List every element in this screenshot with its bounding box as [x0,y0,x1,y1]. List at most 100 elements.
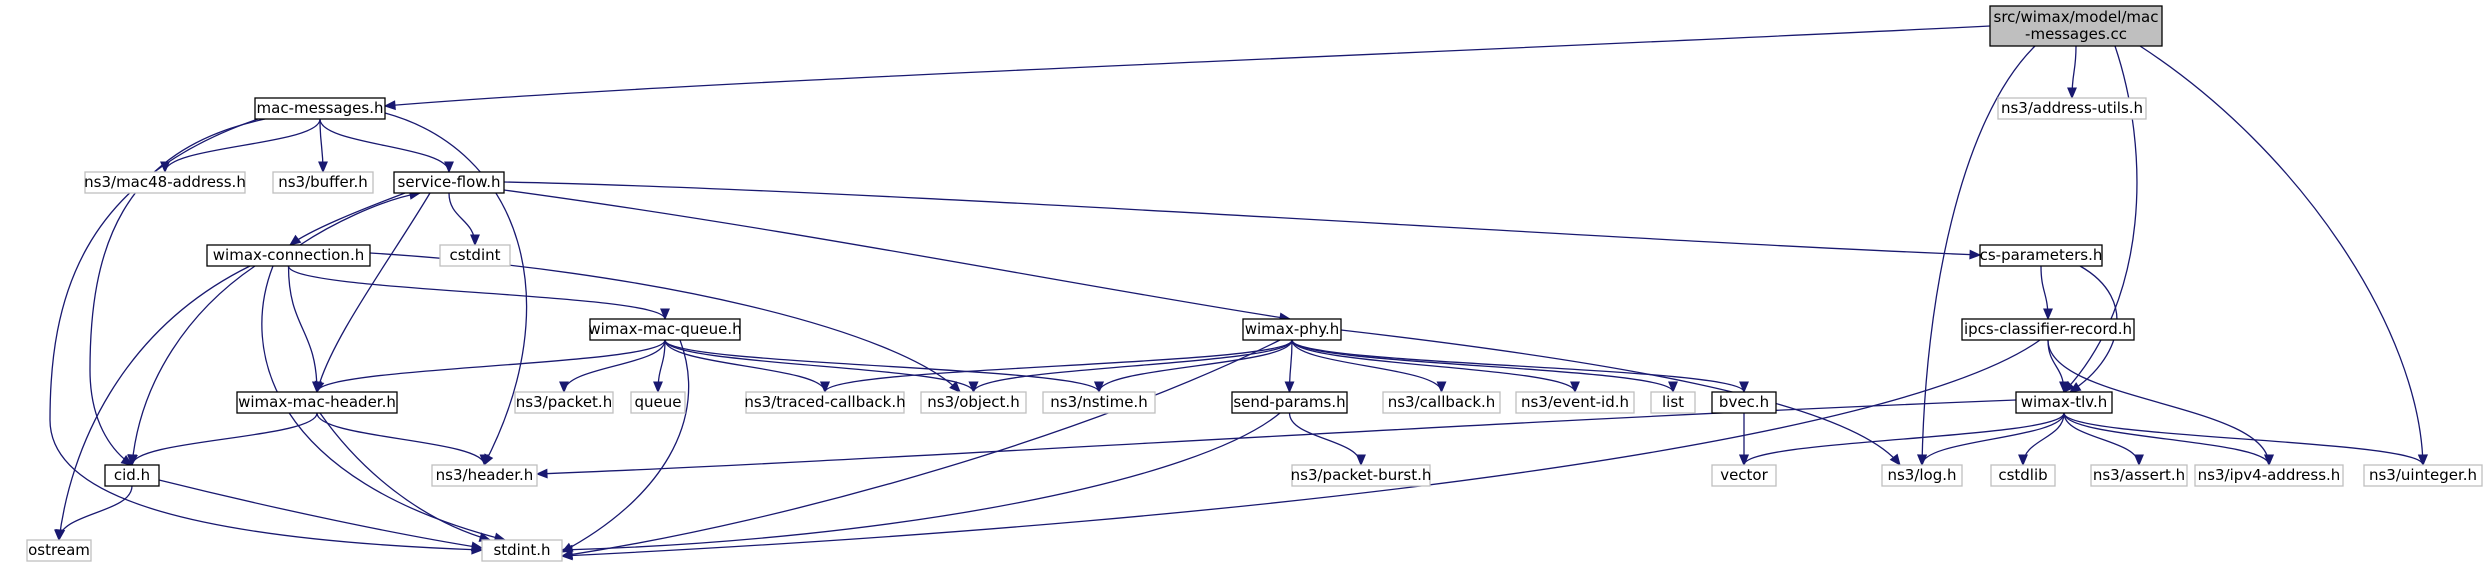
node-ipv4-address-h: ns3/ipv4-address.h [2194,464,2344,487]
node-label: ns3/object.h [927,393,1019,411]
node-label: queue [635,393,682,411]
node-callback-h: ns3/callback.h [1382,391,1501,414]
node-cid-h[interactable]: cid.h [104,464,160,487]
node-root[interactable]: src/wimax/model/mac-messages.cc [1989,5,2163,47]
node-box [439,244,511,267]
node-box [206,244,371,267]
edge-service_flow_h-to-cstdint [448,192,476,246]
edge-arrowhead [968,381,979,394]
edge-wimax_phy_h-to-traced_callback_h [824,339,1293,393]
node-label: ns3/uinteger.h [2369,466,2477,484]
node-wimax-phy-h[interactable]: wimax-phy.h [1242,318,1342,341]
node-address-utils-h: ns3/address-utils.h [1997,97,2147,120]
node-box [1231,391,1348,414]
edge-root-to-uinteger_h [2139,45,2424,466]
node-box [589,318,741,341]
node-box [254,97,386,120]
node-box [1291,464,1431,487]
node-box [1042,391,1156,414]
edge-root-to-mac_messages_h [384,25,1991,107]
node-service-flow-h[interactable]: service-flow.h [393,171,505,194]
node-object-h: ns3/object.h [920,391,1027,414]
edge-arrowhead [312,381,322,394]
node-label: wimax-mac-header.h [238,393,396,411]
node-send-params-h[interactable]: send-params.h [1231,391,1348,414]
node-label: stdint.h [493,541,550,559]
edge-arrowhead [2043,308,2053,321]
node-label: cs-parameters.h [1980,246,2103,264]
edge-root-to-wimax_tlv_h [2063,45,2138,393]
edge-wimax_phy_h-to-object_h [972,339,1293,393]
node-wimax-mac-queue-h[interactable]: wimax-mac-queue.h [588,318,742,341]
node-label: vector [1720,466,1768,484]
edge-arrowhead [653,381,663,394]
edge-wimax_connection_h-to-wimax_mac_queue_h [287,265,666,320]
node-traced-callback-h: ns3/traced-callback.h [744,391,906,414]
node-box [1650,391,1696,414]
edge-arrowhead [560,544,573,555]
edge-arrowhead [660,308,670,321]
node-layer: src/wimax/model/mac-messages.cc mac-messa… [26,5,2483,562]
node-label: service-flow.h [398,173,501,191]
node-label: cstdint [449,246,500,264]
edge-arrowhead [2059,381,2069,394]
node-cs-parameters-h[interactable]: cs-parameters.h [1979,244,2103,267]
node-box [1711,464,1777,487]
node-ipcs-classifier-record-h[interactable]: ipcs-classifier-record.h [1961,318,2135,341]
node-label: cstdlib [1998,466,2047,484]
node-label: send-params.h [1233,393,1345,411]
node-mac-messages-h[interactable]: mac-messages.h [254,97,386,120]
edge-service_flow_h-to-wimax_mac_header_h [316,192,431,393]
edge-wimax_tlv_h-to-cstdlib [2022,412,2065,466]
node-label: ns3/log.h [1887,466,1956,484]
node-wimax-connection-h[interactable]: wimax-connection.h [206,244,371,267]
edge-arrowhead [1284,381,1295,394]
node-box [1382,391,1501,414]
edge-wimax_phy_h-to-callback_h [1291,339,1443,393]
edge-wimax_phy_h-to-list [1291,339,1674,393]
edge-wimax_phy_h-to-bvec_h [1291,339,1745,393]
edge-service_flow_h-to-wimax_connection_h [289,192,406,246]
node-label: ns3/packet.h [516,393,612,411]
node-box [2194,464,2344,487]
edge-arrowhead [535,468,548,479]
edge-arrowhead [1889,453,1901,467]
edge-wimax_phy_h-to-nstime_h [1098,339,1293,393]
edge-service_flow_h-to-cs_parameters_h [503,181,1981,256]
edge-arrowhead [2018,454,2028,467]
edge-arrowhead [54,529,64,542]
node-label: ostream [28,541,90,559]
edge-arrowhead [1668,381,1678,394]
node-box [236,391,398,414]
node-buffer-h: ns3/buffer.h [272,171,374,194]
edge-send_params_h-to-packet_burst_h [1288,412,1362,466]
node-label: -messages.cc [2025,25,2127,43]
edge-mac_messages_h-to-mac48_address_h [164,118,321,173]
node-label: src/wimax/model/mac [1994,8,2159,26]
edge-arrowhead [318,161,328,174]
node-box [26,539,92,562]
edge-arrowhead [1917,454,1927,467]
node-log-h: ns3/log.h [1881,464,1963,487]
node-label: ns3/event-id.h [1521,393,1629,411]
edge-mac_messages_h-to-service_flow_h [319,118,450,173]
edge-cid_h-to-stdint_h [158,479,483,549]
node-wimax-tlv-h[interactable]: wimax-tlv.h [2015,391,2113,414]
node-label: ns3/ipv4-address.h [2198,466,2341,484]
edge-wimax_mac_header_h-to-stdint_h [319,412,491,541]
edge-wimax_mac_queue_h-to-object_h [664,339,975,393]
node-header-h: ns3/header.h [431,464,538,487]
node-label: wimax-mac-queue.h [588,320,741,338]
edge-arrowhead [2134,454,2144,467]
node-label: ns3/address-utils.h [2001,99,2143,117]
edge-wimax_mac_queue_h-to-nstime_h [664,339,1100,393]
node-bvec-h[interactable]: bvec.h [1711,391,1777,414]
node-box [1989,5,2163,47]
node-label: ns3/buffer.h [278,173,368,191]
edge-wimax_phy_h-to-event_id_h [1291,339,1576,393]
node-wimax-mac-header-h[interactable]: wimax-mac-header.h [236,391,398,414]
edge-wimax_mac_queue_h-to-wimax_mac_header_h [316,339,666,393]
node-box [1242,318,1342,341]
node-box [272,171,374,194]
